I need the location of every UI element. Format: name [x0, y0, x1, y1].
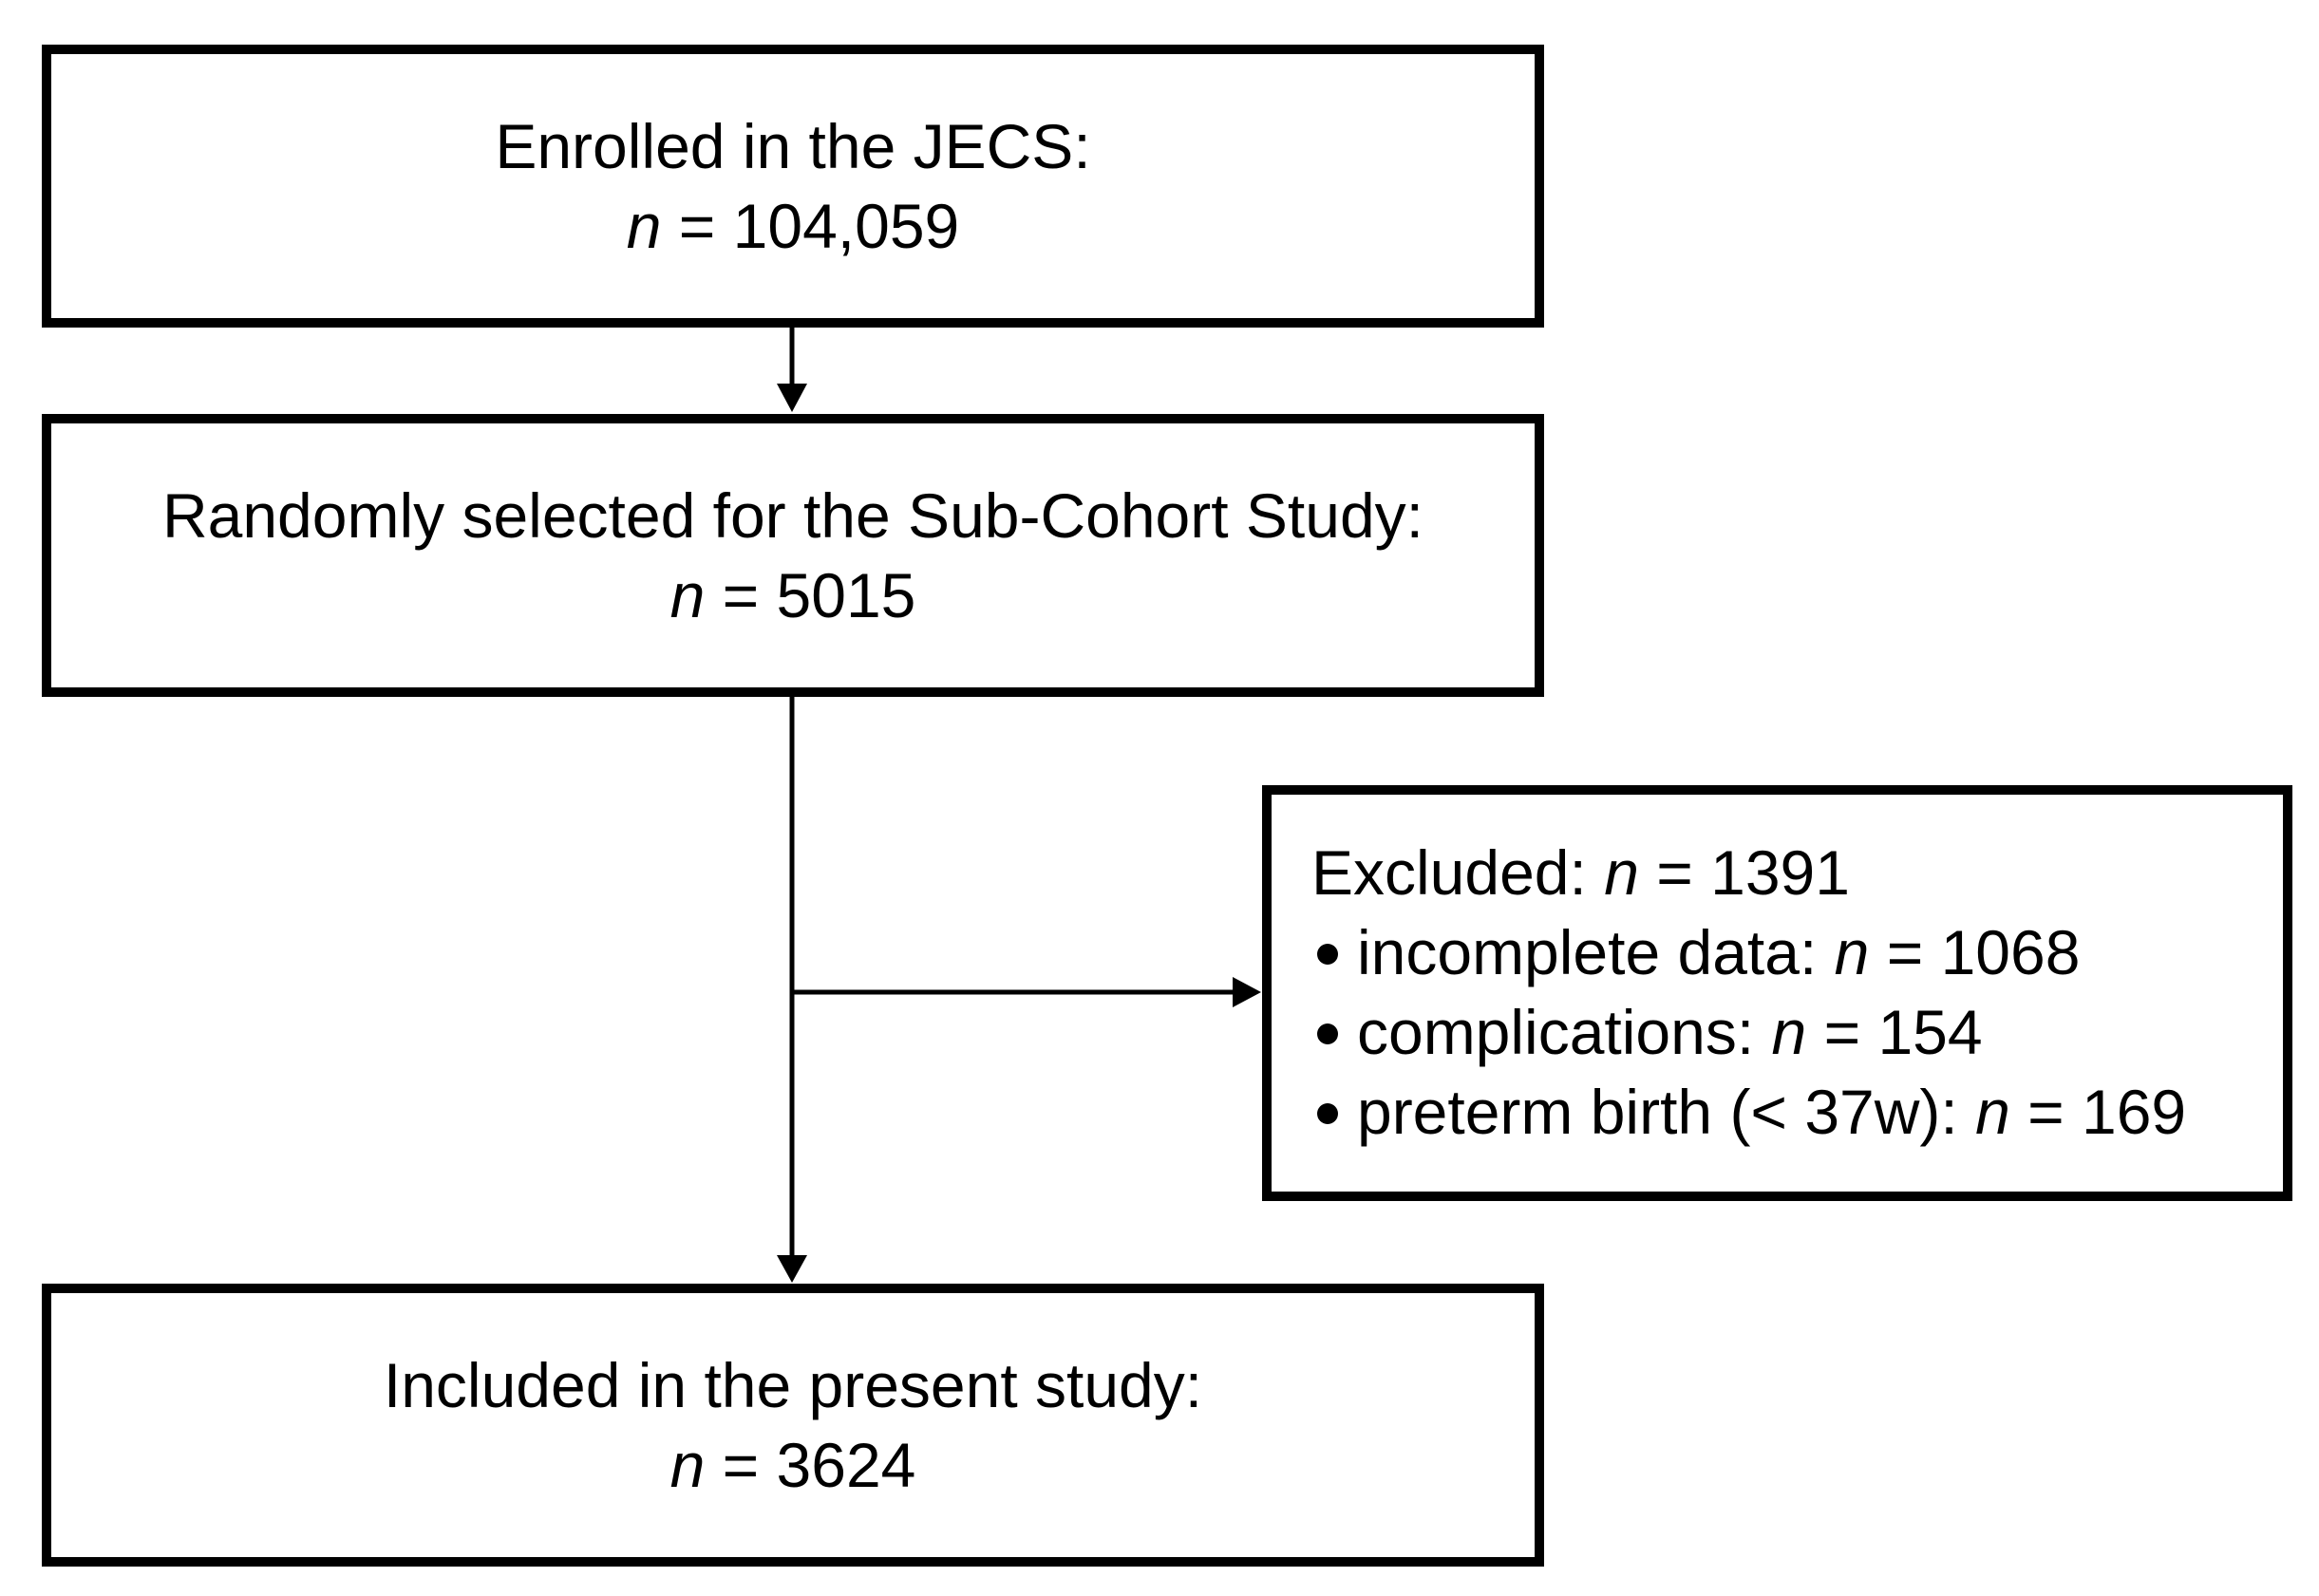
- bullet-icon: [1317, 943, 1338, 965]
- included-n-symbol: n: [669, 1430, 706, 1500]
- excluded-item-n-symbol: n: [1834, 917, 1870, 987]
- excluded-header: Excluded: n = 1391: [1311, 833, 2283, 912]
- excluded-n-symbol: n: [1604, 837, 1639, 908]
- arrowhead-branch-to-excluded: [1233, 977, 1261, 1007]
- excluded-item: complications: n = 154: [1311, 992, 2283, 1072]
- included-n-value: = 3624: [722, 1430, 916, 1500]
- excluded-item-label: preterm birth (< 37w):: [1357, 1077, 1958, 1147]
- randomly-selected-label: Randomly selected for the Sub-Cohort Stu…: [161, 480, 1424, 551]
- excluded-item: preterm birth (< 37w): n = 169: [1311, 1072, 2283, 1152]
- randomly-selected-box: Randomly selected for the Sub-Cohort Stu…: [42, 414, 1544, 697]
- included-box: Included in the present study: n = 3624: [42, 1284, 1544, 1567]
- included-label: Included in the present study:: [383, 1350, 1203, 1420]
- included-count: n = 3624: [670, 1425, 916, 1505]
- excluded-item-n-symbol: n: [1975, 1077, 2010, 1147]
- randomly-selected-n-symbol: n: [669, 560, 706, 630]
- excluded-label: Excluded:: [1311, 837, 1587, 908]
- excluded-item-n-symbol: n: [1771, 997, 1807, 1067]
- excluded-item-n-value: = 169: [2027, 1077, 2187, 1147]
- excluded-item-label: complications:: [1357, 997, 1755, 1067]
- enrolled-n-symbol: n: [626, 191, 662, 261]
- excluded-item-n-value: = 154: [1823, 997, 1983, 1067]
- excluded-box: Excluded: n = 1391 incomplete data: n = …: [1262, 785, 2292, 1201]
- randomly-selected-count: n = 5015: [670, 555, 916, 635]
- excluded-n-value: = 1391: [1656, 837, 1850, 908]
- excluded-item-label: incomplete data:: [1357, 917, 1818, 987]
- arrowhead-random-to-included: [777, 1255, 807, 1283]
- bullet-icon: [1317, 1102, 1338, 1124]
- enrolled-box: Enrolled in the JECS: n = 104,059: [42, 45, 1544, 328]
- enrolled-n-value: = 104,059: [678, 191, 960, 261]
- randomly-selected-n-value: = 5015: [722, 560, 916, 630]
- excluded-item: incomplete data: n = 1068: [1311, 912, 2283, 992]
- enrolled-count: n = 104,059: [627, 186, 960, 266]
- excluded-item-n-value: = 1068: [1886, 917, 2081, 987]
- arrowhead-enrolled-to-random: [777, 384, 807, 412]
- enrolled-label: Enrolled in the JECS:: [495, 111, 1091, 181]
- bullet-icon: [1317, 1023, 1338, 1044]
